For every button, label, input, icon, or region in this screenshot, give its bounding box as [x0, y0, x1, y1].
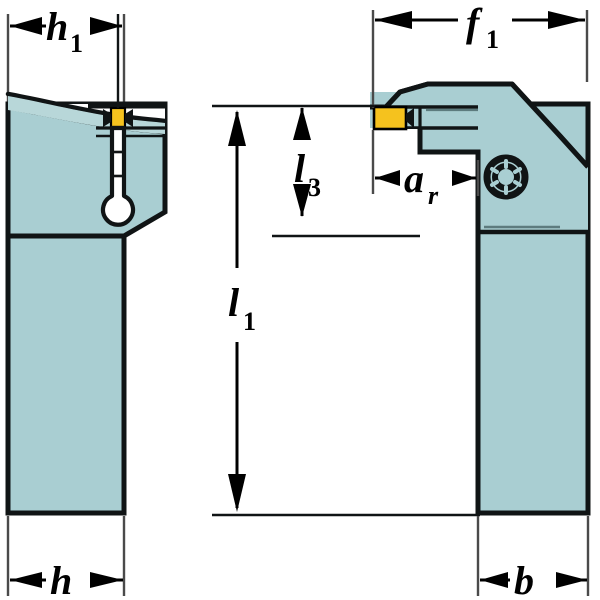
dimension-l3-subscript: 3: [308, 173, 321, 202]
dimension-f1-arrow-left: [375, 11, 412, 29]
dimension-ar-arrow-right: [452, 170, 476, 186]
front-chipface-outer-curve: [5, 91, 168, 124]
front-shank-body: [5, 231, 127, 516]
dimension-h-symbol: h: [50, 558, 72, 600]
dimension-l3-arrow-bottom: [293, 184, 311, 217]
dimension-h1-subscript: 1: [70, 29, 83, 58]
dimension-l1: l 1: [228, 110, 256, 512]
dimension-ar-subscript: r: [428, 181, 439, 210]
dimension-f1-arrow-right: [548, 11, 585, 29]
dimension-b: b: [480, 558, 587, 600]
dimension-f1: f 1: [375, 0, 585, 54]
dimension-h-arrow-right: [90, 572, 123, 588]
dimension-h1-arrow-right: [90, 17, 122, 35]
dimension-l1-arrow-top: [228, 110, 246, 146]
front-view-group: [5, 14, 168, 596]
dimension-l1-symbol: l: [228, 280, 240, 325]
dimension-l3-arrow-top: [293, 107, 311, 140]
dimension-f1-symbol: f: [466, 0, 483, 45]
dimension-ar-symbol: a: [404, 156, 424, 201]
side-cutting-insert: [372, 105, 408, 131]
dimension-ar-arrow-left: [375, 170, 400, 186]
dimension-l3-symbol: l: [294, 146, 306, 191]
dimension-h-arrow-left: [10, 572, 42, 588]
side-clearance-area: [374, 129, 478, 234]
dimension-b-arrow-right: [556, 572, 587, 588]
front-cutting-insert: [109, 106, 127, 129]
dimension-l1-subscript: 1: [243, 307, 256, 336]
dimension-b-arrow-left: [480, 572, 508, 588]
side-view-group: [212, 10, 591, 596]
dimension-l1-arrow-bottom: [228, 474, 246, 512]
front-insert-clamp-left: [103, 109, 111, 127]
dimension-h: h: [10, 558, 123, 600]
dimension-h1-symbol: h: [46, 4, 68, 49]
dimension-f1-subscript: 1: [486, 25, 499, 54]
dimension-h1-arrow-left: [10, 17, 42, 35]
dimension-b-symbol: b: [514, 558, 534, 600]
side-insert-clamp: [406, 108, 414, 128]
torx-screw-head: [483, 154, 529, 200]
dimension-h1: h 1: [10, 4, 122, 58]
dimension-l3: l 3: [293, 107, 321, 217]
dimension-ar: a r: [375, 156, 476, 210]
front-insert-clamp-right: [125, 109, 133, 127]
